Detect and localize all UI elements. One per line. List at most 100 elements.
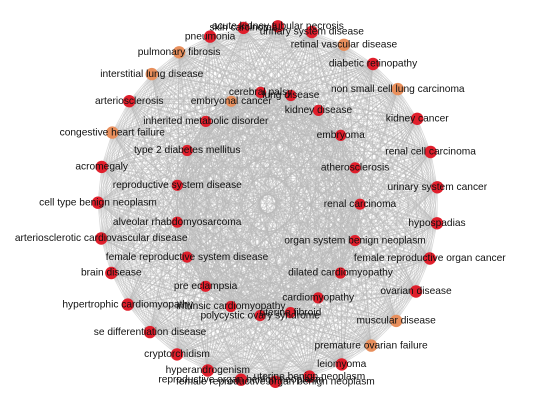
node-skin-carcinoma[interactable]: [237, 21, 250, 35]
edge: [205, 240, 356, 287]
edge: [186, 150, 291, 313]
node-cell-type-benign-neoplasm[interactable]: [91, 196, 105, 209]
node-label-atherosclerosis: atherosclerosis: [321, 162, 390, 173]
node-sex-differentiation-disease[interactable]: [143, 325, 157, 339]
edge: [290, 272, 341, 313]
node-uterine-fibroid[interactable]: [284, 307, 296, 319]
node-congestive-heart-failure[interactable]: [106, 126, 119, 139]
node-female-reproductive-system-disease[interactable]: [181, 251, 193, 263]
edge: [290, 95, 341, 274]
node-brain-disease[interactable]: [105, 266, 118, 280]
node-intrinsic-cardiomyopathy[interactable]: [225, 300, 237, 313]
edge: [354, 240, 397, 322]
node-cardiomyopathy[interactable]: [312, 292, 324, 304]
edge: [186, 121, 207, 258]
node-pre-eclampsia[interactable]: [200, 280, 212, 292]
edge: [151, 73, 291, 313]
edge: [186, 150, 319, 299]
edge: [176, 121, 207, 223]
node-label-hypospadias: hypospadias: [408, 218, 465, 229]
node-label-reproductive-organ-benign-neoplasm: reproductive organ benign neoplasm: [158, 374, 323, 385]
edge: [290, 95, 431, 259]
node-reproductive-system-disease[interactable]: [171, 179, 183, 191]
edge: [112, 31, 312, 133]
edge: [186, 256, 206, 287]
node-kidney-disease[interactable]: [312, 104, 325, 116]
edge: [151, 73, 232, 102]
node-hyperandrogenism[interactable]: [201, 364, 214, 377]
node-lung-disease[interactable]: [285, 89, 297, 102]
node-renal-cell-carcinoma[interactable]: [424, 145, 437, 159]
edge: [230, 167, 356, 307]
node-inherited-metabolic-disorder[interactable]: [200, 115, 212, 127]
edge: [205, 95, 292, 287]
node-dilated-cardiomyopathy[interactable]: [334, 267, 347, 279]
node-embryoma[interactable]: [335, 129, 347, 141]
node-urinary-system-cancer[interactable]: [431, 181, 444, 194]
node-pulmonary-fibrosis[interactable]: [172, 46, 186, 59]
edge: [151, 73, 242, 380]
edge: [260, 44, 345, 93]
node-interstitial-lung-disease[interactable]: [145, 67, 158, 81]
edge: [290, 135, 342, 313]
edge: [290, 95, 319, 298]
edge: [129, 63, 374, 102]
node-pneumonia[interactable]: [203, 30, 217, 43]
node-reproductive-organ-benign-neoplasm[interactable]: [234, 373, 248, 386]
node-label-alveolar-rhabdomyosarcoma: alveolar rhabdomyosarcoma: [113, 217, 242, 228]
edge: [359, 203, 438, 224]
node-urinary-system-disease[interactable]: [305, 25, 318, 39]
node-arteriosclerosis[interactable]: [123, 95, 136, 108]
edge: [205, 167, 356, 287]
node-acromegaly[interactable]: [95, 160, 108, 174]
edge: [207, 320, 397, 371]
node-leiomyoma[interactable]: [335, 358, 348, 371]
node-diabetic-retinopathy[interactable]: [366, 57, 380, 71]
node-acute-kidney-tubular-necrosis[interactable]: [271, 20, 285, 33]
edge: [97, 95, 291, 204]
node-muscular-disease[interactable]: [390, 314, 403, 328]
node-female-reproductive-organ-benign-neoplasm[interactable]: [269, 375, 282, 388]
node-female-reproductive-organ-cancer[interactable]: [423, 252, 436, 265]
node-hypertrophic-cardiomyopathy[interactable]: [121, 298, 134, 311]
edge: [97, 202, 242, 380]
node-label-inherited-metabolic-disorder: inherited metabolic disorder: [143, 116, 269, 127]
edge: [110, 52, 180, 274]
node-atherosclerosis[interactable]: [349, 162, 361, 174]
node-polycystic-ovary-syndrome[interactable]: [254, 310, 266, 322]
edge: [128, 101, 178, 223]
edge: [205, 121, 261, 316]
node-label-uterine-fibroid: uterine fibroid: [260, 307, 322, 318]
edge: [207, 297, 319, 371]
node-cerebral-palsy[interactable]: [255, 86, 267, 98]
edge: [111, 132, 261, 316]
node-embryonal-cancer[interactable]: [225, 95, 237, 107]
node-retinal-vascular-disease[interactable]: [337, 38, 351, 51]
node-hypospadias[interactable]: [430, 217, 444, 230]
node-label-skin-carcinoma: skin carcinoma: [210, 23, 278, 34]
edge: [127, 285, 206, 305]
node-cryptorchidism[interactable]: [170, 348, 184, 361]
node-label-nsclc: non small cell lung carcinoma: [331, 84, 465, 95]
edge: [186, 150, 261, 316]
node-uterine-benign-neoplasm[interactable]: [303, 370, 316, 383]
edge: [101, 221, 178, 239]
node-kidney-cancer[interactable]: [411, 112, 424, 126]
edge: [111, 272, 397, 322]
edge: [231, 100, 341, 136]
node-label-urinary-system-disease: urinary system disease: [260, 27, 365, 38]
node-premature-ovarian-failure[interactable]: [364, 339, 378, 352]
node-organ-system-benign-neoplasm[interactable]: [349, 235, 361, 247]
node-label-cell-type-benign-neoplasm: cell type benign neoplasm: [39, 197, 157, 208]
node-renal-carcinoma[interactable]: [354, 198, 366, 210]
edge: [176, 240, 356, 355]
edge: [100, 184, 178, 239]
node-arteriosclerotic-cardiovascular-disease[interactable]: [95, 232, 108, 245]
edge: [290, 95, 356, 169]
edge: [290, 203, 361, 313]
node-ovarian-disease[interactable]: [409, 285, 423, 298]
node-type-2-diabetes-mellitus[interactable]: [181, 144, 193, 157]
edge: [100, 36, 211, 239]
node-nsclc[interactable]: [391, 82, 404, 96]
node-alveolar-rhabdomyosarcoma[interactable]: [171, 216, 183, 228]
